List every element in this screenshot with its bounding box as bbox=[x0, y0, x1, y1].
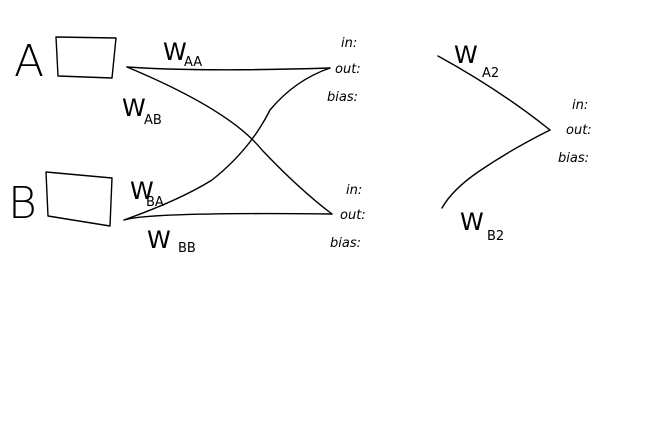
svg-text:B2: B2 bbox=[487, 229, 504, 244]
svg-text:W: W bbox=[454, 41, 478, 69]
svg-text:W: W bbox=[147, 226, 171, 254]
neuron-b-in-label: in: bbox=[346, 183, 362, 198]
edge-neuron-b-to-output bbox=[441, 129, 551, 209]
svg-text:W: W bbox=[130, 177, 154, 205]
weight-label-aa: W AA bbox=[163, 38, 202, 70]
edge-a-to-neuron-b bbox=[126, 66, 333, 215]
input-b: B bbox=[8, 171, 113, 229]
svg-text:AB: AB bbox=[144, 113, 162, 128]
edge-a-to-neuron-a bbox=[126, 66, 331, 71]
neuron-output: in: out: bias: bbox=[558, 98, 592, 166]
input-b-box bbox=[45, 171, 113, 227]
svg-text:BA: BA bbox=[146, 195, 164, 210]
edge-neuron-a-to-output bbox=[437, 55, 551, 131]
neuron-a: in: out: bias: bbox=[327, 36, 361, 105]
neuron-b-bias-label: bias: bbox=[330, 236, 361, 251]
input-b-letter: B bbox=[8, 178, 37, 229]
svg-text:BB: BB bbox=[178, 241, 196, 256]
weight-label-b2: W B2 bbox=[460, 208, 504, 244]
weight-label-bb: W BB bbox=[147, 226, 196, 256]
neuron-a-bias-label: bias: bbox=[327, 90, 358, 105]
neuron-output-out-label: out: bbox=[566, 123, 592, 138]
neuron-a-out-label: out: bbox=[335, 62, 361, 77]
weight-label-ab: W AB bbox=[122, 94, 162, 128]
neuron-a-in-label: in: bbox=[341, 36, 357, 51]
svg-text:A2: A2 bbox=[482, 66, 499, 81]
weight-label-ba: W BA bbox=[130, 177, 164, 210]
input-a-box bbox=[55, 36, 117, 79]
input-a-letter: A bbox=[14, 36, 44, 87]
svg-text:AA: AA bbox=[184, 55, 202, 70]
neuron-output-bias-label: bias: bbox=[558, 151, 589, 166]
svg-text:W: W bbox=[163, 38, 187, 66]
weight-label-a2: W A2 bbox=[454, 41, 499, 81]
svg-text:W: W bbox=[122, 94, 146, 122]
neuron-b: in: out: bias: bbox=[330, 183, 366, 251]
neuron-b-out-label: out: bbox=[340, 208, 366, 223]
edge-b-to-neuron-b bbox=[123, 212, 333, 221]
neuron-output-in-label: in: bbox=[572, 98, 588, 113]
edge-b-to-neuron-a bbox=[123, 67, 331, 221]
svg-text:W: W bbox=[460, 208, 484, 236]
input-a: A bbox=[14, 36, 117, 87]
